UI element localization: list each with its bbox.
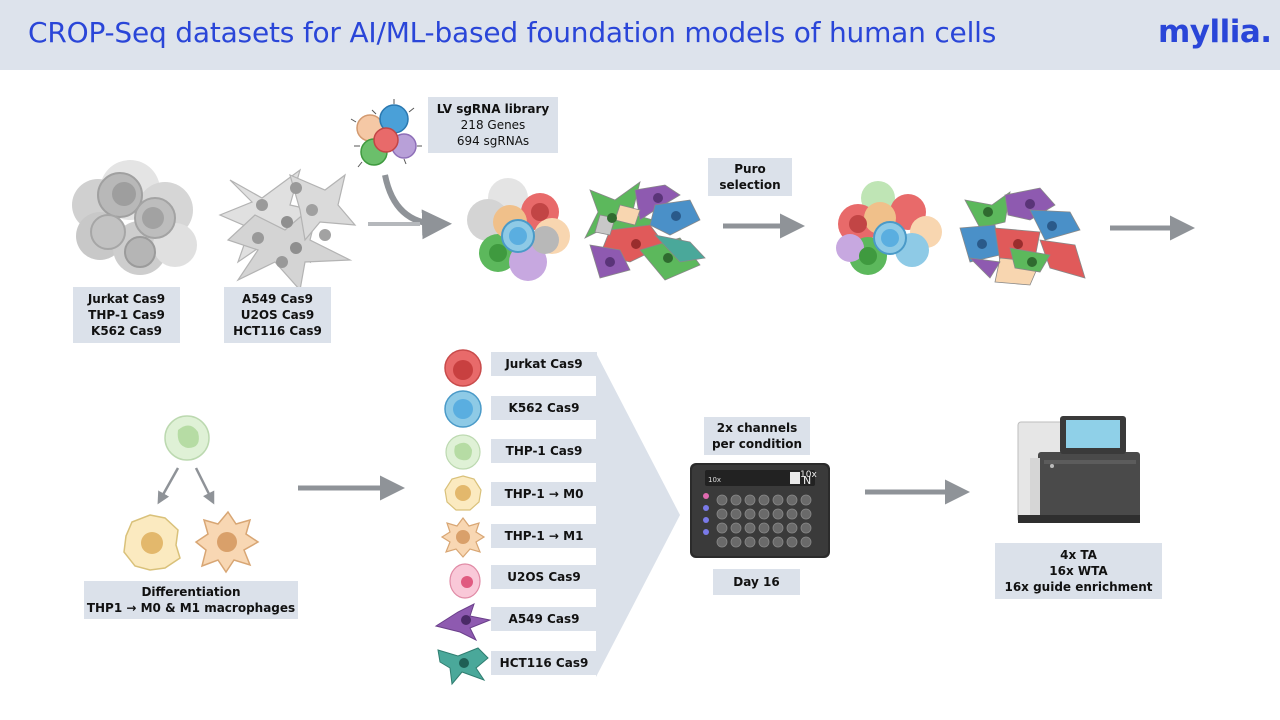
legend-icon-thp1 xyxy=(445,434,481,470)
adherent-cell-cluster xyxy=(218,168,357,292)
sequencing-guide: 16x guide enrichment xyxy=(1004,580,1153,594)
m0-macrophage-cell xyxy=(123,514,181,571)
sequencing-wta: 16x WTA xyxy=(1049,564,1108,578)
channels-line-2: per condition xyxy=(711,437,803,451)
suspension-line-k562: K562 Cas9 xyxy=(91,324,162,338)
day-text: Day 16 xyxy=(733,575,780,589)
adherent-line-u2os: U2OS Cas9 xyxy=(240,308,315,322)
legend-label-jurkat: Jurkat Cas9 xyxy=(491,352,597,376)
sequencer-instrument xyxy=(1017,416,1140,523)
selection-text: selection xyxy=(719,178,781,192)
pooling-funnel xyxy=(596,353,680,677)
m1-macrophage-cell xyxy=(194,510,260,574)
legend-icon-thp1-m1 xyxy=(440,517,486,558)
legend-icon-thp1-m0 xyxy=(444,475,482,511)
legend-icon-k562 xyxy=(444,390,482,428)
sequencing-ta: 4x TA xyxy=(1060,548,1097,562)
differentiation-label: Differentiation THP1 → M0 & M1 macrophag… xyxy=(84,581,298,619)
lentivirus-cluster xyxy=(350,99,422,168)
channels-label: 2x channels per condition xyxy=(704,417,810,455)
transduced-adherent-cluster xyxy=(584,181,706,281)
legend-icon-u2os xyxy=(449,563,481,599)
puro-text: Puro xyxy=(734,162,766,176)
library-sgrnas: 694 sgRNAs xyxy=(456,134,530,148)
suspension-line-jurkat: Jurkat Cas9 xyxy=(87,292,166,306)
brand-logo: myllia. xyxy=(1158,14,1272,50)
day-label: Day 16 xyxy=(713,569,800,595)
selected-suspension-cluster xyxy=(836,181,942,275)
suspension-lines-label: Jurkat Cas9 THP-1 Cas9 K562 Cas9 xyxy=(73,287,180,343)
channels-line-1: 2x channels xyxy=(716,421,798,435)
library-genes: 218 Genes xyxy=(460,118,526,132)
chromium-chip: N 10x 10x xyxy=(690,463,830,558)
legend-label-u2os: U2OS Cas9 xyxy=(491,565,597,589)
header-bar: CROP-Seq datasets for AI/ML-based founda… xyxy=(0,0,1280,70)
legend-label-thp1-m0: THP-1 → M0 xyxy=(491,482,597,506)
puro-selection-label: Puro selection xyxy=(708,158,792,196)
svg-text:N: N xyxy=(803,474,811,487)
legend-label-thp1-m1: THP-1 → M1 xyxy=(491,524,597,548)
suspension-line-thp1: THP-1 Cas9 xyxy=(88,308,165,322)
differentiation-detail: THP1 → M0 & M1 macrophages xyxy=(86,601,296,615)
page-title: CROP-Seq datasets for AI/ML-based founda… xyxy=(28,16,997,49)
legend-label-hct116: HCT116 Cas9 xyxy=(491,651,597,675)
thp1-monocyte-cell xyxy=(164,415,210,461)
sequencing-label: 4x TA 16x WTA 16x guide enrichment xyxy=(995,543,1162,599)
legend-icon-a549 xyxy=(434,603,492,642)
svg-text:10x: 10x xyxy=(708,476,721,484)
legend-icon-jurkat xyxy=(444,349,482,387)
legend-icon-hct116 xyxy=(437,647,489,686)
transduced-suspension-cluster xyxy=(467,178,570,281)
differentiation-title: Differentiation xyxy=(141,585,241,599)
library-label: LV sgRNA library 218 Genes 694 sgRNAs xyxy=(428,97,558,153)
legend-label-thp1: THP-1 Cas9 xyxy=(491,439,597,463)
adherent-line-hct116: HCT116 Cas9 xyxy=(233,324,322,338)
legend-label-a549: A549 Cas9 xyxy=(491,607,597,631)
chip-brand-text: 10x xyxy=(800,470,817,480)
selected-adherent-cluster xyxy=(959,187,1086,286)
suspension-cell-cluster xyxy=(72,160,197,275)
adherent-line-a549: A549 Cas9 xyxy=(242,292,313,306)
adherent-lines-label: A549 Cas9 U2OS Cas9 HCT116 Cas9 xyxy=(224,287,331,343)
library-title: LV sgRNA library xyxy=(436,102,550,116)
legend-label-k562: K562 Cas9 xyxy=(491,396,597,420)
